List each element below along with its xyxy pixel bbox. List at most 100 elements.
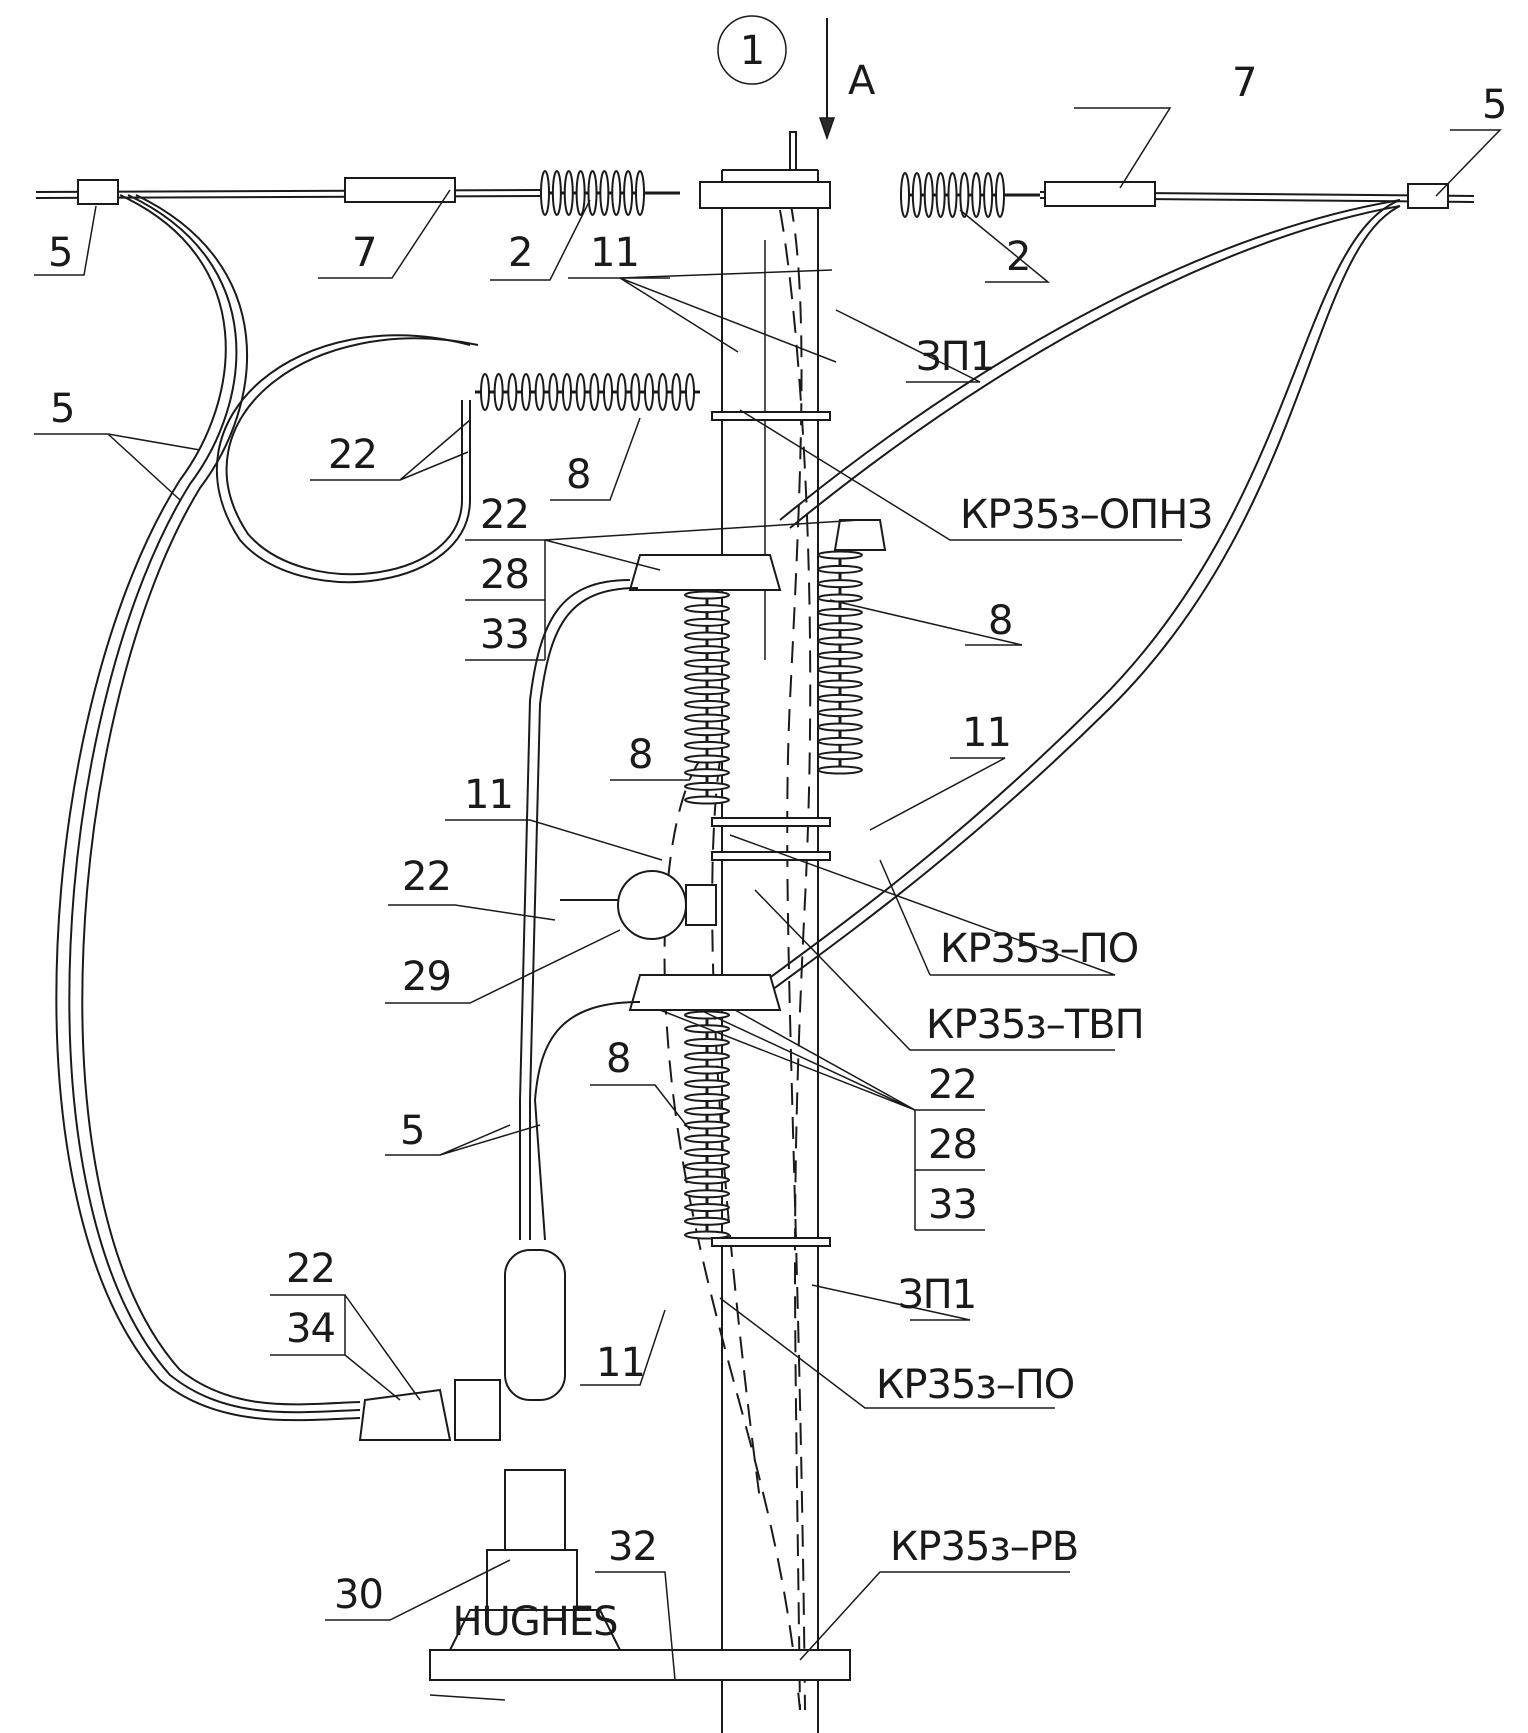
insulator-shed [551, 170, 562, 216]
insulator-shed [684, 1134, 730, 1144]
insulator-shed [603, 373, 613, 411]
insulator-shed [971, 172, 982, 218]
insulator-shed [817, 665, 863, 675]
insulator-shed [684, 713, 730, 723]
insulator-shed [817, 722, 863, 732]
insulator-shed [599, 170, 610, 216]
insulator-shed [684, 1148, 730, 1157]
insulator-left [540, 170, 680, 216]
callout-8-low: 8 [606, 1036, 630, 1082]
insulator-shed [684, 631, 730, 641]
callout-11-right: 11 [962, 710, 1011, 756]
insulator-shed [684, 740, 730, 750]
insulator-shed [923, 172, 934, 218]
callout-22-b: 22 [928, 1062, 977, 1108]
callout-po-lower: КР35з–ПО [876, 1362, 1074, 1408]
callout-22-mid: 22 [402, 854, 451, 900]
insulator-shed [684, 1010, 730, 1020]
cable-drop-left [519, 579, 641, 1241]
insulator-shed [684, 1161, 730, 1171]
insulator-shed [684, 658, 730, 668]
insulator-shed [684, 1038, 730, 1047]
insulator-shed [630, 373, 641, 411]
insulator-stack-upper-right [817, 550, 863, 775]
insulator-shed [684, 795, 730, 805]
insulator-shed [493, 373, 504, 411]
callout-7-left: 7 [352, 230, 376, 276]
brand-text: HUGHES [452, 1599, 617, 1645]
insulator-shed [644, 373, 654, 411]
junction-box-lower [628, 974, 782, 1011]
insulator-shed [983, 172, 994, 218]
insulator-shed [684, 617, 730, 627]
callout-8-mid: 8 [628, 732, 652, 778]
insulator-shed [685, 373, 695, 411]
insulator-shed [563, 170, 574, 216]
view-arrow-label: А [848, 58, 876, 104]
insulator-shed [587, 170, 598, 216]
insulator-shed [684, 1189, 730, 1199]
insulator-shed [635, 170, 645, 216]
callout-11-top: 11 [590, 230, 639, 276]
insulator-shed [817, 693, 863, 703]
junction-box-upper [628, 519, 887, 591]
insulator-shed [684, 1216, 730, 1226]
callout-5-left: 5 [50, 386, 74, 432]
insulator-shed [684, 1175, 730, 1185]
crossarm [35, 177, 1475, 209]
insulator-shed [959, 172, 970, 218]
insulator-shed [534, 373, 545, 411]
insulator-shed [480, 373, 490, 411]
callout-22-c: 22 [286, 1246, 335, 1292]
insulator-shed [817, 579, 863, 589]
callout-5-top-right: 5 [1482, 82, 1506, 128]
callout-2-right: 2 [1006, 234, 1030, 280]
insulator-shed [575, 373, 586, 411]
callout-34: 34 [286, 1306, 335, 1352]
callout-28-b: 28 [928, 1122, 977, 1168]
insulator-shed [684, 1093, 730, 1102]
pole-clamps [711, 411, 831, 1247]
callout-tvp: КР35з–ТВП [926, 1002, 1144, 1048]
insulator-shed [684, 590, 730, 600]
insulator-shed [623, 170, 634, 216]
callout-22-a: 22 [480, 492, 529, 538]
insulator-shed [684, 1203, 730, 1212]
insulator-shed [657, 373, 668, 411]
insulator-shed [817, 708, 863, 718]
insulator-stack-upper-left [684, 590, 730, 805]
callout-30: 30 [334, 1572, 383, 1618]
insulator-shed [611, 170, 622, 216]
insulator-shed [995, 172, 1005, 218]
insulator-shed [947, 172, 958, 218]
termination-30: HUGHES [429, 1249, 851, 1681]
insulator-shed [562, 373, 572, 411]
insulator-shed [817, 736, 863, 746]
insulator-shed [575, 170, 586, 216]
leader-lines [34, 107, 1502, 1701]
insulator-shed [817, 622, 863, 632]
view-marker: 1 А [717, 15, 877, 141]
insulator-shed [817, 564, 863, 574]
callout-7-right: 7 [1232, 60, 1256, 106]
insulator-shed [817, 593, 863, 603]
callout-5-low: 5 [400, 1108, 424, 1154]
callout-labels: 5 7 2 11 7 5 2 ЗП1 5 22 8 КР35з–ОПНЗ 22 … [48, 60, 1507, 1618]
insulator-shed [817, 751, 863, 761]
insulator-shed [521, 373, 531, 411]
ground-conductor [663, 199, 812, 1711]
insulator-right [900, 172, 1040, 218]
callout-11-low: 11 [596, 1340, 645, 1386]
insulator-shed [684, 754, 730, 764]
insulator-shed [684, 604, 730, 614]
callout-rv: КР35з–РВ [890, 1524, 1078, 1570]
component-29 [560, 870, 717, 940]
insulator-shed [671, 373, 682, 411]
callout-22-loop: 22 [328, 432, 377, 478]
insulator-shed [817, 650, 863, 660]
insulator-shed [548, 373, 559, 411]
callout-33-a: 33 [480, 612, 529, 658]
insulator-shed [817, 550, 863, 560]
callout-po-upper: КР35з–ПО [940, 926, 1138, 972]
